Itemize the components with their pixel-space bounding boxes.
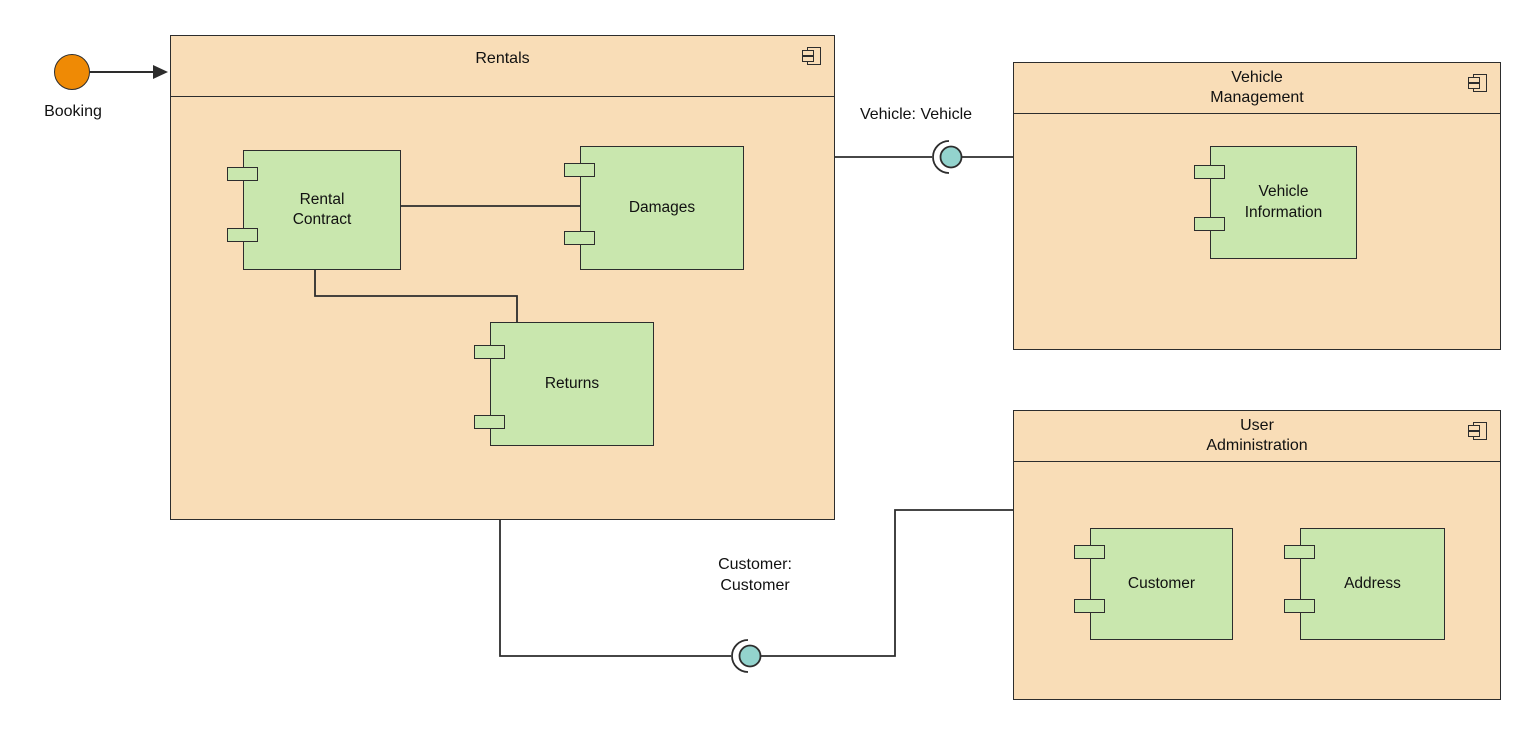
component-damages[interactable]: Damages — [564, 146, 744, 270]
required-interface-socket-icon — [731, 639, 749, 673]
port — [1074, 599, 1105, 613]
port — [227, 167, 258, 181]
title-divider — [1014, 461, 1500, 462]
component-label: Vehicle Information — [1244, 183, 1323, 221]
port — [474, 415, 505, 429]
title-divider — [171, 96, 834, 97]
component-label: Address — [1344, 574, 1401, 592]
package-title: User Administration — [1206, 417, 1308, 455]
vehicle-interface-connector[interactable] — [835, 140, 1013, 174]
customer-interface-label: Customer: Customer — [718, 556, 792, 594]
package-rentals[interactable]: Rentals — [170, 35, 835, 520]
component-label: Returns — [544, 374, 600, 392]
provided-interface-ball-icon — [939, 145, 963, 169]
provided-interface-ball-icon — [738, 644, 762, 668]
component-label: Customer — [1127, 574, 1196, 592]
required-interface-socket-icon — [932, 140, 950, 174]
port — [1284, 599, 1315, 613]
port — [1284, 545, 1315, 559]
component-returns[interactable]: Returns — [474, 322, 654, 446]
component-label: Rental Contract — [292, 190, 352, 228]
vehicle-interface-label: Vehicle: Vehicle — [859, 106, 973, 123]
booking-start-node[interactable] — [54, 54, 90, 90]
package-title: Rentals — [475, 50, 530, 67]
booking-label: Booking — [44, 103, 102, 120]
port — [1074, 545, 1105, 559]
component-icon — [1468, 74, 1487, 92]
package-title: Vehicle Management — [1210, 69, 1304, 107]
title-divider — [1014, 113, 1500, 114]
port — [1194, 165, 1225, 179]
component-icon — [1468, 422, 1487, 440]
arrowhead-icon — [153, 65, 168, 79]
booking-arrow-connector[interactable] — [90, 65, 168, 79]
port — [564, 231, 595, 245]
port — [474, 345, 505, 359]
port — [1194, 217, 1225, 231]
component-customer[interactable]: Customer — [1074, 528, 1233, 640]
component-address[interactable]: Address — [1284, 528, 1445, 640]
component-vehicle-information[interactable]: Vehicle Information — [1194, 146, 1357, 259]
component-rental-contract[interactable]: Rental Contract — [227, 150, 401, 270]
port — [227, 228, 258, 242]
component-icon — [802, 47, 821, 65]
port — [564, 163, 595, 177]
component-label: Damages — [628, 198, 696, 216]
